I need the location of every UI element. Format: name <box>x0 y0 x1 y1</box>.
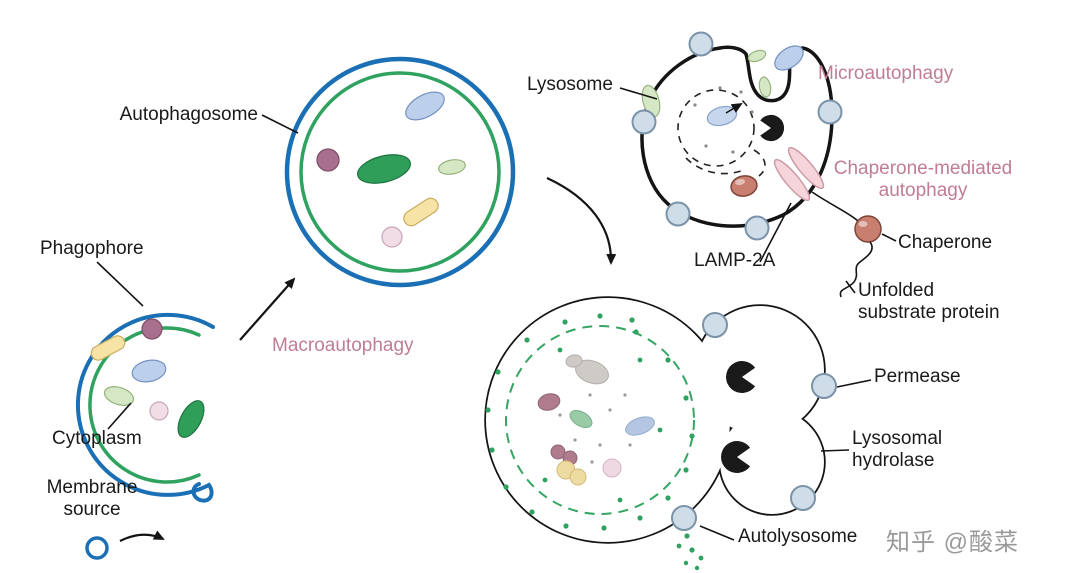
organelle-lightgreen <box>438 159 466 175</box>
degradation-specks-gray <box>558 393 632 464</box>
autolysosome-permeases <box>671 312 837 531</box>
phagophore-structure <box>75 312 215 560</box>
leader-lysosomal-hydrolase <box>820 449 850 452</box>
permease-shape <box>688 31 714 57</box>
autophagosome-outer-membrane <box>284 56 516 288</box>
membrane-source-vesicle <box>85 536 109 560</box>
macroautophagy-label: Macroautophagy <box>272 335 414 356</box>
lysosome-label: Lysosome <box>527 74 613 95</box>
degraded-cargo <box>537 354 655 486</box>
leader-phagophore <box>96 261 144 307</box>
leader-cytoplasm <box>107 402 132 430</box>
permease-shape <box>631 109 657 135</box>
organelle-pink <box>381 226 403 248</box>
unfolded-substrate-squiggle <box>839 241 873 298</box>
chaperone-mediated-autophagy-label: Chaperone-mediated autophagy <box>833 158 1013 202</box>
lysosome-dashed-vesicle <box>677 89 755 167</box>
autophagosome-inner-membrane <box>299 71 501 273</box>
leader-autolysosome <box>699 525 735 541</box>
organelle-blue <box>131 359 167 383</box>
nutrient-dots <box>485 313 695 531</box>
unfolded-substrate-protein-label: Unfolded substrate protein <box>858 280 1000 324</box>
leader-unfolded-substrate <box>845 280 856 294</box>
organelle-green <box>357 154 411 184</box>
pocket-green-cargo <box>758 76 772 98</box>
leader-permease <box>836 379 872 388</box>
permease-shape <box>811 373 837 399</box>
lysosome-dashed-membrane-fragment <box>685 157 745 175</box>
membrane-source-arrow <box>119 530 165 542</box>
organelle-lightgreen <box>103 386 135 406</box>
opening-green-cargo <box>747 49 767 63</box>
leader-lines <box>96 87 897 541</box>
substrate-highlight <box>735 178 745 186</box>
exported-nutrient-dots <box>676 533 704 571</box>
lysosome-dashed-membrane-fragment2 <box>753 149 766 177</box>
chaperone-label: Chaperone <box>898 232 993 253</box>
autophagosome-cargo <box>316 91 466 248</box>
permease-label: Permease <box>874 366 961 387</box>
permease-shape <box>790 485 816 511</box>
leader-autophagosome <box>261 114 299 134</box>
autophagosome-to-autolysosome-arrow <box>546 177 617 265</box>
leader-lamp2a <box>759 202 792 263</box>
phagophore-label: Phagophore <box>40 238 144 259</box>
organelle-yellow <box>403 197 439 227</box>
cytoplasm-label: Cytoplasm <box>52 428 142 449</box>
permease-shape <box>671 505 697 531</box>
lysosome-structure <box>631 31 882 298</box>
organelle-green <box>177 400 205 438</box>
autophagosome-label: Autophagosome <box>119 104 258 125</box>
permease-shape <box>817 99 843 125</box>
permease-shape <box>744 215 770 241</box>
lamp-2a-label: LAMP-2A <box>694 250 776 271</box>
chaperone-highlight <box>858 221 868 227</box>
autolysosome-label: Autolysosome <box>738 526 858 547</box>
organelle-blue <box>405 91 445 121</box>
phagophore-outer-membrane <box>75 312 215 503</box>
phagophore-cargo <box>90 318 205 438</box>
leader-chaperone <box>881 233 897 242</box>
lamp2a-channel <box>773 146 825 202</box>
permease-shape <box>665 201 691 227</box>
microautophagy-arrow <box>725 102 743 114</box>
lysosome-permeases <box>631 31 843 241</box>
organelle-pink <box>149 401 169 421</box>
organelle-yellow <box>90 335 126 361</box>
autophagic-body-membrane <box>505 325 695 515</box>
microautophagy-label: Microautophagy <box>818 63 954 84</box>
chaperone-protein <box>854 215 882 243</box>
organelle-purple <box>316 148 340 172</box>
substrate-chain <box>811 191 859 222</box>
lysosome-specks <box>693 86 754 154</box>
lysosomal-hydrolase-label: Lysosomal hydrolase <box>852 428 943 472</box>
organelle-purple <box>141 318 163 340</box>
permease-shape <box>702 312 728 338</box>
opening-blue-cargo <box>774 45 804 71</box>
watermark: 知乎 @酸菜 <box>886 529 1020 556</box>
autolysosome-structure <box>484 296 837 571</box>
autophagosome-structure <box>284 56 516 288</box>
membrane-source-label: Membrane source <box>46 477 138 521</box>
leader-lysosome <box>619 87 658 100</box>
phagophore-to-autophagosome-arrow <box>239 277 296 341</box>
